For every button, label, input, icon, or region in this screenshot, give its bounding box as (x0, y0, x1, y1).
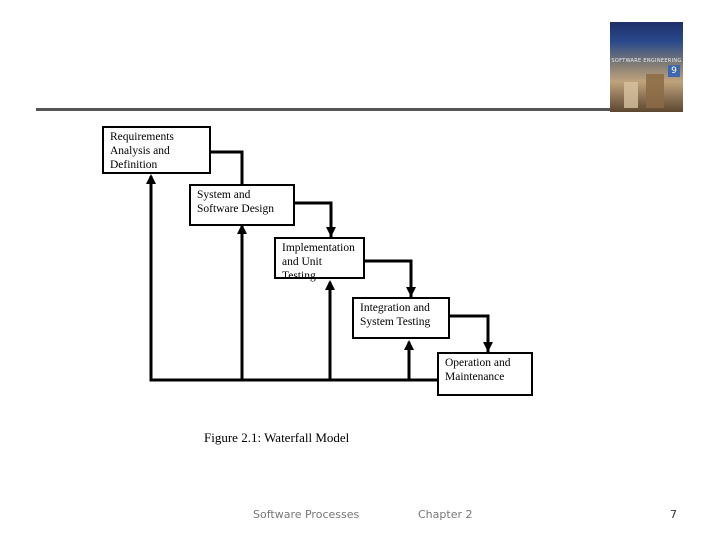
flow-arrow-requirements-to-design (210, 152, 242, 185)
arrowhead-up (404, 340, 414, 350)
flow-arrow-integration-to-operation (449, 316, 488, 352)
stage-operation: Operation and Maintenance (437, 352, 533, 396)
stage-label-line: Integration and (360, 301, 443, 315)
stage-implementation: Implementation and Unit Testing (274, 237, 365, 279)
stage-label-line: Maintenance (445, 370, 526, 384)
stage-label-line: Implementation (282, 241, 358, 255)
stage-label-line: Software Design (197, 202, 288, 216)
footer-title: Software Processes (253, 508, 359, 521)
stage-requirements: Requirements Analysis and Definition (102, 126, 211, 174)
flow-arrow-implementation-to-integration (364, 261, 411, 297)
flow-arrow-design-to-implementation (294, 203, 331, 237)
stage-design: System and Software Design (189, 184, 295, 226)
arrowhead-down (483, 342, 493, 352)
arrowhead-up (146, 174, 156, 184)
footer-chapter: Chapter 2 (418, 508, 472, 521)
stage-label-line: System and (197, 188, 288, 202)
stage-integration: Integration and System Testing (352, 297, 450, 339)
stage-label-line: Requirements (110, 130, 204, 144)
page-number: 7 (670, 508, 677, 521)
stage-label-line: Definition (110, 158, 204, 172)
stage-label-line: System Testing (360, 315, 443, 329)
figure-caption: Figure 2.1: Waterfall Model (204, 430, 349, 446)
arrowhead-down (406, 287, 416, 297)
arrowhead-down (326, 227, 336, 237)
stage-label-line: and Unit Testing (282, 255, 358, 283)
stage-label-line: Analysis and (110, 144, 204, 158)
stage-label-line: Operation and (445, 356, 526, 370)
